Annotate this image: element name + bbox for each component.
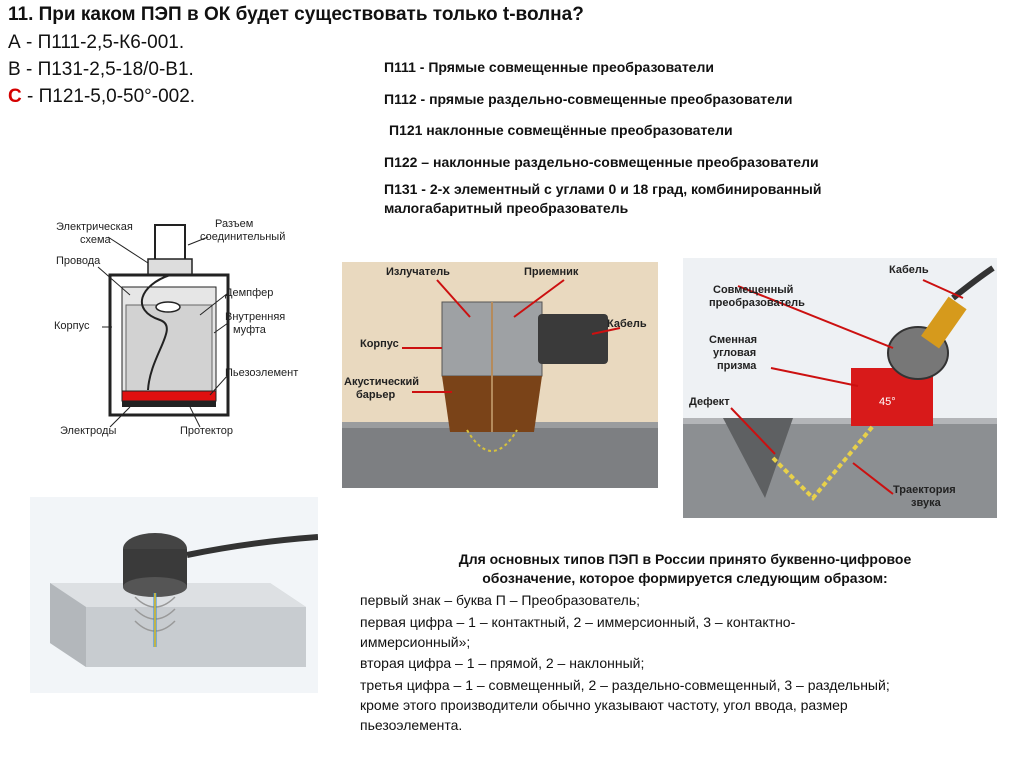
label-combined-2: преобразователь (709, 297, 805, 309)
label-cable: Кабель (889, 264, 929, 276)
label-wires: Провода (56, 255, 101, 267)
label-prism-2: угловая (713, 347, 757, 359)
label-defect: Дефект (689, 396, 730, 408)
label-emitter: Излучатель (386, 266, 450, 278)
option-letter: В (8, 59, 21, 80)
label-connector: Разъем (215, 218, 254, 230)
option-text: - П121-5,0-50°-002. (21, 86, 196, 107)
label-inner-sleeve-2: муфта (233, 324, 266, 336)
option-letter: С (8, 86, 22, 107)
definition-p111: П111 - Прямые совмещенные преобразовател… (384, 59, 714, 75)
label-prism: Сменная (709, 334, 758, 346)
label-electrodes: Электроды (60, 425, 117, 437)
designation-rule: иммерсионный»; (360, 634, 471, 650)
designation-rule: первая цифра – 1 – контактный, 2 – иммер… (360, 614, 796, 630)
question-title: 11. При каком ПЭП в ОК будет существоват… (8, 4, 584, 25)
designation-rule: вторая цифра – 1 – прямой, 2 – наклонный… (360, 655, 645, 671)
label-piezo: Пьезоэлемент (225, 367, 299, 379)
designation-rule: пьезоэлемента. (360, 717, 463, 733)
definition-p112: П112 - прямые раздельно-совмещенные прео… (384, 91, 793, 107)
designation-intro-line1: Для основных типов ПЭП в России принято … (458, 551, 912, 567)
definition-p121: П121 наклонные совмещённые преобразовате… (389, 122, 733, 138)
transducer-on-block-illustration (30, 497, 319, 693)
label-electric-scheme: Электрическая (56, 221, 133, 233)
dual-element-figure (342, 279, 658, 488)
label-receiver: Приемник (524, 266, 579, 278)
label-sound-path: Траектория (893, 484, 956, 496)
label-cable: Кабель (607, 318, 647, 330)
definition-p131: П131 - 2-х элементный с углами 0 и 18 гр… (384, 181, 822, 197)
angle-beam-transducer-illustration: Совмещенный преобразователь Кабель Сменн… (683, 258, 997, 518)
option-letter: А (8, 32, 21, 53)
label-acoustic-barrier: Акустический (344, 376, 420, 388)
label-protector: Протектор (180, 425, 234, 437)
option-text: - П131-2,5-18/0-В1. (20, 59, 194, 80)
designation-rule: первый знак – буква П – Преобразователь; (360, 592, 640, 608)
designation-intro: Для основных типов ПЭП в России принято … (360, 550, 1010, 588)
label-damper: Демпфер (225, 287, 274, 299)
transducer-section-diagram: Электрическая схема Разъем соединительны… (50, 215, 320, 445)
answer-option-b: В - П131-2,5-18/0-В1. (8, 59, 194, 81)
option-text: - П111-2,5-К6-001. (20, 32, 185, 53)
label-body: Корпус (360, 338, 399, 350)
label-inner-sleeve: Внутренняя (225, 311, 286, 323)
angle-beam-figure (683, 265, 997, 518)
answer-option-a: А - П111-2,5-К6-001. (8, 32, 184, 54)
label-combined: Совмещенный (713, 284, 794, 296)
label-sound-path-2: звука (911, 497, 941, 509)
definition-p122: П122 – наклонные раздельно-совмещенные п… (384, 154, 819, 170)
label-acoustic-barrier-2: барьер (356, 389, 396, 401)
label-connector-2: соединительный (200, 231, 286, 243)
transducer-section-figure (97, 224, 230, 428)
label-body: Корпус (54, 320, 90, 332)
designation-rule: кроме этого производители обычно указыва… (360, 697, 848, 713)
label-prism-3: призма (717, 360, 757, 372)
designation-intro-line2: обозначение, которое формируется следующ… (482, 570, 888, 586)
answer-option-c: С - П121-5,0-50°-002. (8, 86, 195, 108)
dual-element-transducer-illustration: Излучатель Приемник Корпус Кабель Акусти… (342, 262, 658, 488)
definition-p131-cont: малогабаритный преобразователь (384, 200, 629, 216)
label-electric-scheme-2: схема (80, 234, 111, 246)
transducer-on-block-figure (50, 533, 319, 667)
label-angle: 45° (879, 396, 896, 408)
designation-rule: третья цифра – 1 – совмещенный, 2 – разд… (360, 677, 890, 693)
